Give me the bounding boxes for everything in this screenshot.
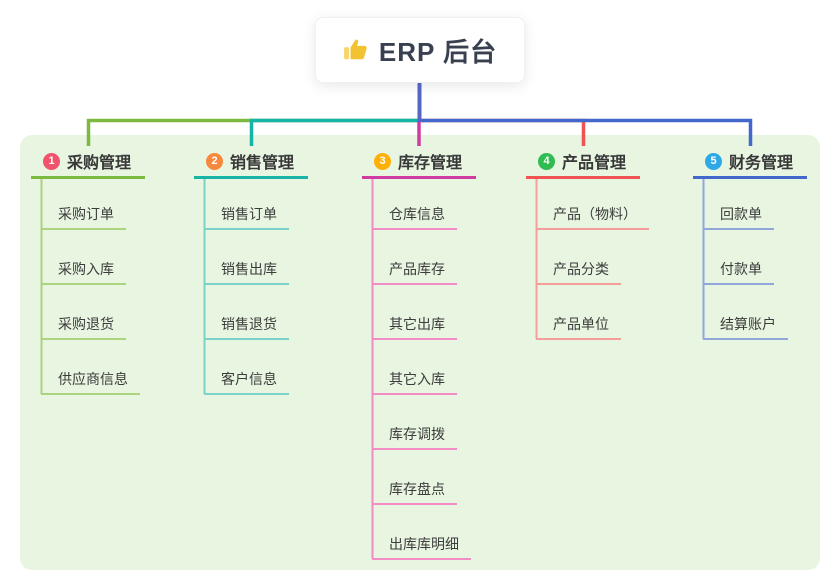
child-node[interactable]: 其它出库	[372, 312, 457, 340]
child-node[interactable]: 其它入库	[372, 367, 457, 395]
child-node[interactable]: 采购入库	[41, 257, 126, 285]
child-node[interactable]: 库存调拨	[372, 422, 457, 450]
branch-connector-sales	[249, 118, 420, 146]
badge-1: 1	[43, 152, 60, 170]
child-node[interactable]: 付款单	[703, 257, 774, 285]
child-node[interactable]: 采购退货	[41, 312, 126, 340]
badge-3: 3	[374, 152, 391, 170]
child-node[interactable]: 产品（物料）	[536, 202, 649, 230]
branch-title-label: 财务管理	[729, 155, 794, 172]
badge-4: 4	[538, 152, 555, 170]
badge-2: 2	[206, 152, 223, 170]
child-node[interactable]: 仓库信息	[372, 202, 457, 230]
child-node[interactable]: 产品库存	[372, 257, 457, 285]
branch-title-finance[interactable]: 5 财务管理	[693, 146, 807, 179]
child-node[interactable]: 产品单位	[536, 312, 621, 340]
branch-title-label: 产品管理	[562, 155, 627, 172]
child-node[interactable]: 供应商信息	[41, 367, 140, 395]
branch-connector-finance	[419, 118, 753, 146]
child-node[interactable]: 客户信息	[204, 367, 289, 395]
branch-title-procurement[interactable]: 1 采购管理	[31, 146, 145, 179]
badge-5: 5	[705, 152, 722, 170]
child-node[interactable]: 回款单	[703, 202, 774, 230]
branch-title-inventory[interactable]: 3 库存管理	[362, 146, 476, 179]
branch-title-label: 销售管理	[230, 155, 295, 172]
child-node[interactable]: 出库库明细	[372, 532, 471, 560]
child-node[interactable]: 库存盘点	[372, 477, 457, 505]
root-node[interactable]: ERP 后台	[315, 17, 525, 83]
thumbs-up-icon	[343, 37, 369, 63]
branch-title-label: 库存管理	[398, 155, 463, 172]
root-title: ERP 后台	[378, 36, 498, 67]
branch-connector-procurement	[86, 118, 420, 146]
child-node[interactable]: 销售退货	[204, 312, 289, 340]
child-node[interactable]: 销售订单	[204, 202, 289, 230]
mindmap-canvas	[20, 135, 820, 570]
branch-title-label: 采购管理	[67, 155, 132, 172]
branch-title-sales[interactable]: 2 销售管理	[194, 146, 308, 179]
branch-title-product[interactable]: 4 产品管理	[526, 146, 640, 179]
child-node[interactable]: 销售出库	[204, 257, 289, 285]
child-node[interactable]: 采购订单	[41, 202, 126, 230]
child-node[interactable]: 结算账户	[703, 312, 788, 340]
branch-connector-product	[419, 118, 586, 146]
child-node[interactable]: 产品分类	[536, 257, 621, 285]
